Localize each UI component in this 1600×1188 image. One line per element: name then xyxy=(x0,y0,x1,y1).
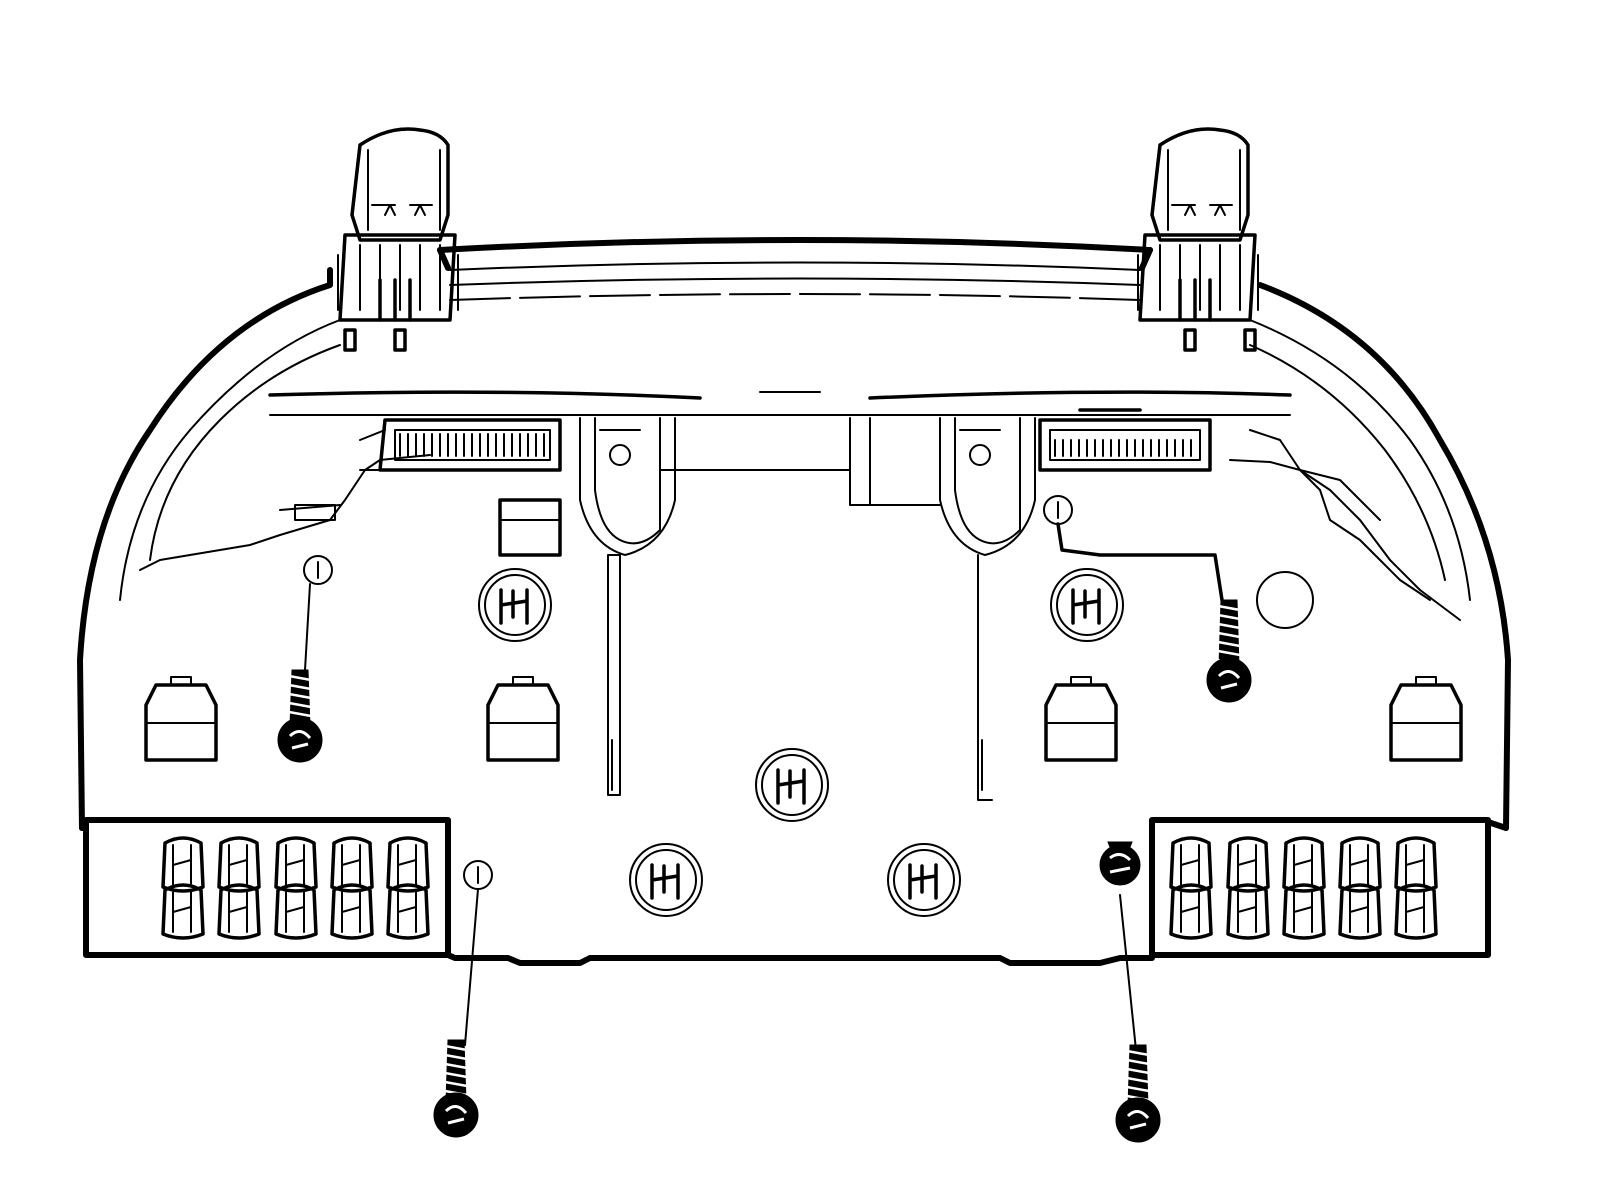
lower-socket xyxy=(386,836,430,893)
screws xyxy=(277,599,1252,1143)
lower-socket xyxy=(161,836,205,893)
lower-socket xyxy=(1226,836,1270,893)
mounting-tab xyxy=(1137,127,1259,352)
lower-socket xyxy=(217,883,261,940)
clip xyxy=(486,676,560,762)
lower-socket xyxy=(217,836,261,893)
clip xyxy=(1389,676,1463,762)
lower-socket xyxy=(274,836,318,893)
screw-holes xyxy=(303,495,1073,890)
leader-lines xyxy=(304,522,1224,1051)
lower-socket xyxy=(274,883,318,940)
lower-socket xyxy=(1226,883,1270,940)
lower-socket xyxy=(1282,883,1326,940)
screw xyxy=(1206,599,1252,703)
connector-right xyxy=(1038,408,1212,472)
lower-socket xyxy=(1282,836,1326,893)
lower-sockets xyxy=(161,836,1438,940)
bulb-socket xyxy=(478,568,552,642)
clip xyxy=(1044,676,1118,762)
connector-left xyxy=(359,418,562,472)
lower-socket xyxy=(1394,836,1438,893)
screw xyxy=(1115,1044,1161,1143)
screw xyxy=(433,1039,479,1138)
clip xyxy=(144,676,218,762)
clips xyxy=(144,676,1463,762)
bulb-socket xyxy=(887,843,961,917)
screw xyxy=(277,669,323,763)
lower-socket xyxy=(161,883,205,940)
lower-socket xyxy=(1394,883,1438,940)
lower-socket xyxy=(330,883,374,940)
lower-socket xyxy=(1169,836,1213,893)
bulb-socket xyxy=(1050,568,1124,642)
bulb-socket xyxy=(755,748,829,822)
bulb-socket xyxy=(629,843,703,917)
lower-socket xyxy=(1338,836,1382,893)
lower-socket xyxy=(1338,883,1382,940)
center-bracket xyxy=(294,417,1314,801)
screw xyxy=(1099,841,1141,886)
lower-socket xyxy=(1169,883,1213,940)
lower-socket xyxy=(330,836,374,893)
bulb-sockets xyxy=(478,568,1124,917)
mounting-tab xyxy=(337,127,459,352)
instrument-cluster-housing xyxy=(77,237,1511,966)
lower-socket xyxy=(386,883,430,940)
